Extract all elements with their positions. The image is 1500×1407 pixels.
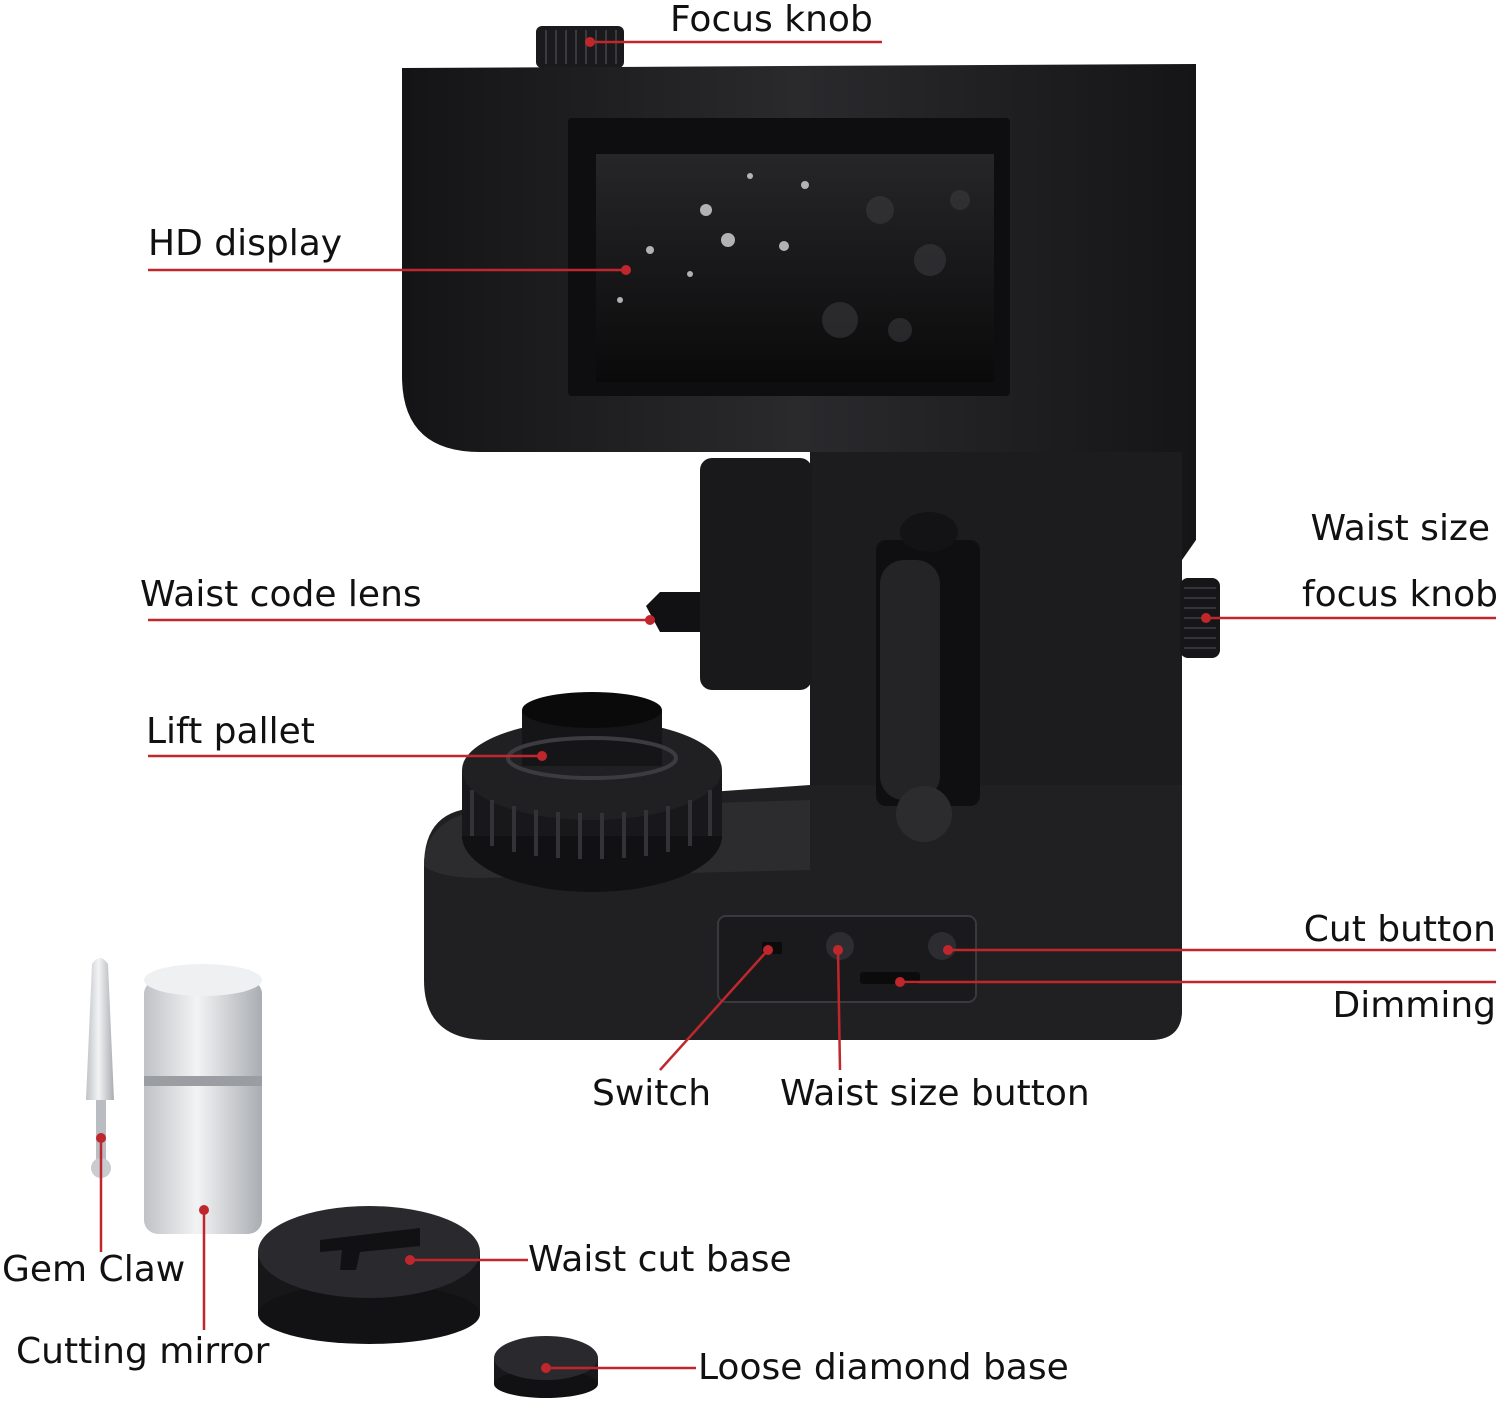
label-focus-knob: Focus knob — [670, 0, 873, 40]
leader-lines — [99, 40, 1496, 1370]
waist-cut-base-part — [258, 1206, 480, 1344]
label-waist-size-focus-knob-line2: focus knob — [1301, 574, 1498, 615]
lens-housing — [700, 458, 812, 690]
label-waist-size-button: Waist size button — [780, 1073, 1090, 1114]
cut-button-part — [928, 932, 956, 960]
device-body — [402, 26, 1220, 1040]
label-hd-display: HD display — [148, 223, 343, 264]
label-cut-button: Cut button — [1303, 909, 1496, 950]
leader-switch — [659, 949, 769, 1071]
label-cutting-mirror: Cutting mirror — [16, 1331, 270, 1372]
label-gem-claw: Gem Claw — [2, 1249, 186, 1290]
label-waist-code-lens: Waist code lens — [140, 574, 422, 615]
lift-pallet-part — [462, 692, 722, 892]
label-waist-size-focus-knob-line1: Waist size — [1310, 508, 1490, 549]
label-lift-pallet: Lift pallet — [146, 711, 315, 752]
leader-waist-size-button — [836, 949, 842, 1071]
label-waist-cut-base: Waist cut base — [528, 1239, 792, 1280]
leader-dots — [96, 37, 1211, 1373]
cutting-mirror-part — [144, 964, 262, 1234]
focus-knob-part — [536, 26, 624, 68]
waist-code-lens-part — [646, 592, 700, 632]
label-loose-diamond-base: Loose diamond base — [698, 1347, 1069, 1388]
label-switch: Switch — [592, 1073, 712, 1114]
label-dimming: Dimming — [1332, 985, 1496, 1026]
